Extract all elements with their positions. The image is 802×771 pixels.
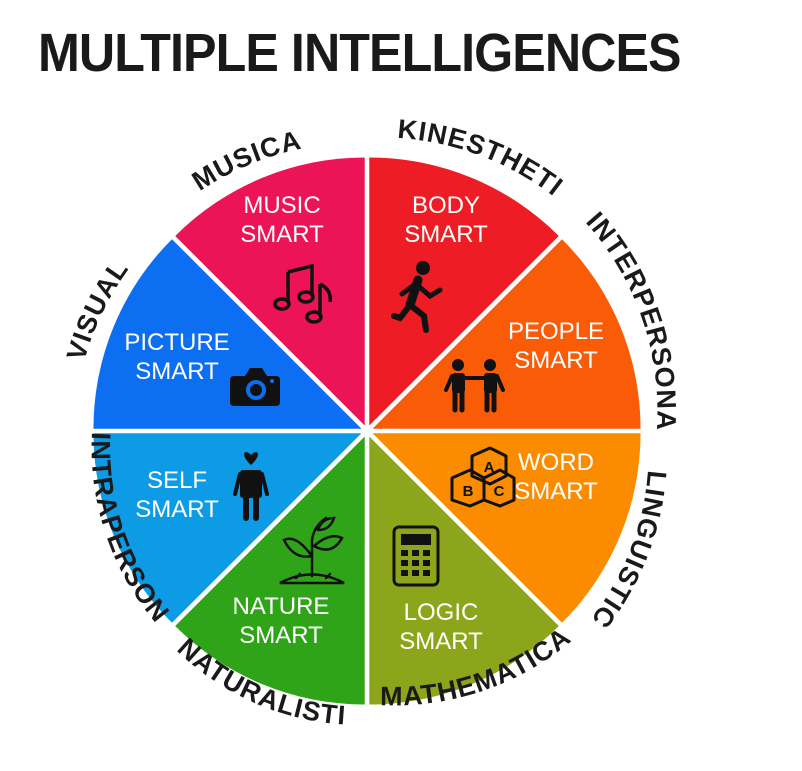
segment-label-picture-line1: PICTURE xyxy=(124,329,229,356)
ring-label-musical: MUSICAL xyxy=(0,0,304,196)
wedge-self xyxy=(93,433,362,623)
segment-label-people-line1: PEOPLE xyxy=(508,318,604,345)
two-people-icon xyxy=(444,359,505,413)
segment-label-logic-line2: SMART xyxy=(399,628,483,655)
segment-label-music-line2: SMART xyxy=(240,221,324,248)
block-letter-a: A xyxy=(484,459,495,476)
segment-label-nature-line2: SMART xyxy=(239,622,323,649)
person-heart-icon xyxy=(233,451,269,521)
wedge-picture xyxy=(93,239,362,429)
abc-blocks-icon: A B C xyxy=(450,446,516,508)
wedge-nature xyxy=(175,436,365,705)
music-notes-icon xyxy=(273,263,333,324)
wedge-word xyxy=(372,433,641,623)
block-letter-c: C xyxy=(494,483,505,500)
page-title: MULTIPLE INTELLIGENCES xyxy=(38,23,682,83)
segment-label-word-line1: WORD xyxy=(518,449,594,476)
wedge-people xyxy=(372,239,641,429)
segment-label-body-line2: SMART xyxy=(404,221,488,248)
segment-label-self-line1: SELF xyxy=(147,467,207,494)
wedge-logic xyxy=(369,436,559,705)
segment-label-picture-line2: SMART xyxy=(135,358,219,385)
wedge-music xyxy=(175,157,365,426)
segment-label-people-line2: SMART xyxy=(514,347,598,374)
wedge-body xyxy=(369,157,559,426)
calculator-icon xyxy=(392,525,440,587)
segment-label-nature-line1: NATURE xyxy=(233,593,330,620)
sprout-icon xyxy=(279,516,345,585)
segment-label-logic-line1: LOGIC xyxy=(404,599,479,626)
segment-label-body-line1: BODY xyxy=(412,192,480,219)
camera-icon xyxy=(230,368,280,406)
running-person-icon xyxy=(391,261,443,333)
segment-label-word-line2: SMART xyxy=(514,478,598,505)
segment-label-self-line2: SMART xyxy=(135,496,219,523)
block-letter-b: B xyxy=(463,483,474,500)
segment-label-music-line1: MUSIC xyxy=(243,192,320,219)
